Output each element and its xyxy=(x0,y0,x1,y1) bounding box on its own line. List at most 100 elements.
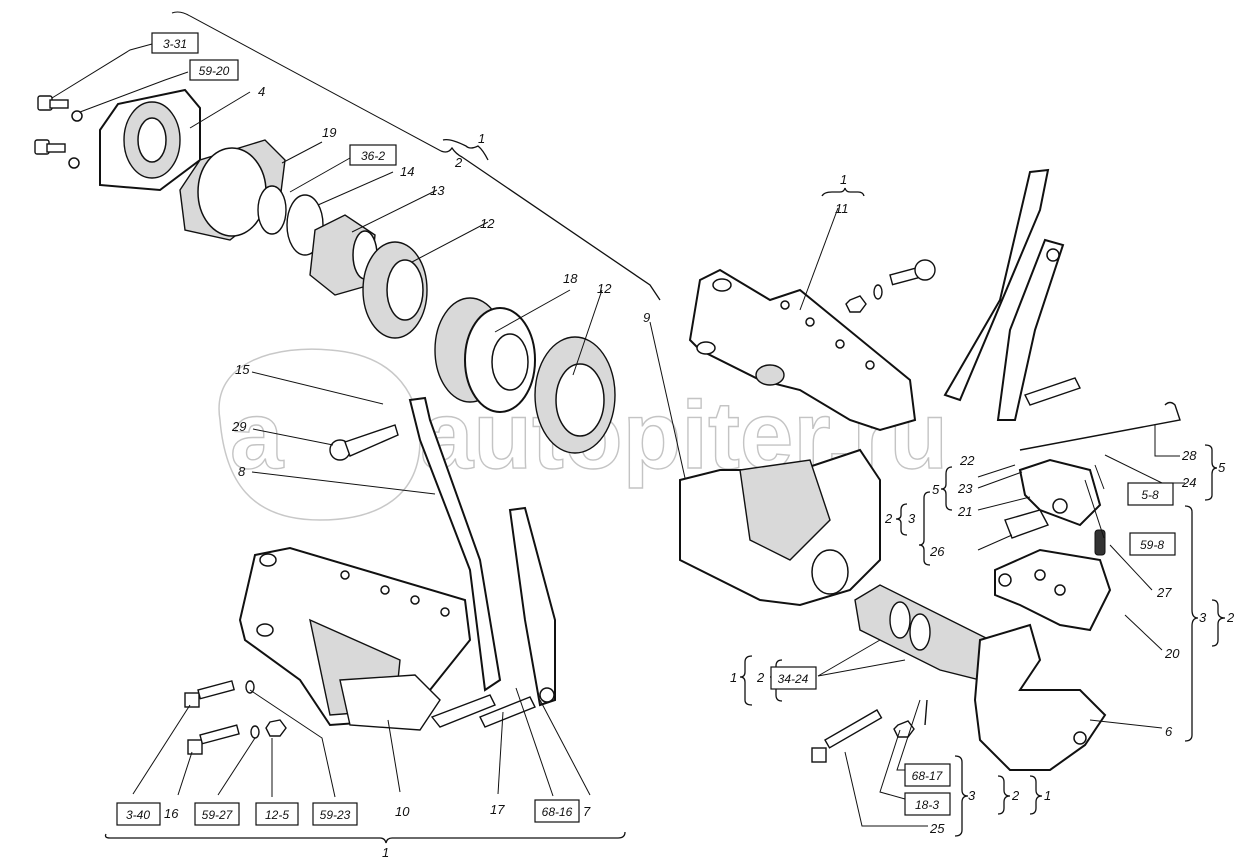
group-label-5-left: 5 xyxy=(932,482,940,497)
bolt-right-top xyxy=(845,259,936,313)
ref-3-31: 3-31 xyxy=(163,37,187,51)
top-brace xyxy=(442,138,489,161)
ref-18-3: 18-3 xyxy=(915,798,939,812)
group-label-5-right: 5 xyxy=(1218,460,1226,475)
group-label-hook-1: 1 xyxy=(730,670,737,685)
spring-wire-24 xyxy=(1019,401,1181,451)
mid-brace xyxy=(821,187,865,197)
callout-4: 4 xyxy=(258,84,265,99)
callout-15: 15 xyxy=(235,362,250,377)
group-label-2-left: 2 xyxy=(884,511,893,526)
group-label-bottom-1: 1 xyxy=(382,845,389,860)
right-mounting-bracket xyxy=(688,268,917,432)
plate-10-shape xyxy=(339,674,441,731)
thrust-washer-upper xyxy=(362,241,428,339)
pin-29 xyxy=(329,424,399,461)
washer-59-27 xyxy=(250,725,260,739)
flange-housing xyxy=(99,88,201,192)
callout-27: 27 xyxy=(1156,585,1172,600)
ref-36-2: 36-2 xyxy=(361,149,385,163)
pin-26 xyxy=(1004,509,1049,539)
group-label-2-right: 2 xyxy=(1226,610,1235,625)
group-labels: 1 2 1 1 5 5 3 2 3 2 1 2 3 2 1 xyxy=(382,131,1235,860)
snap-ring xyxy=(257,185,287,235)
top-group-line-2 xyxy=(440,146,661,301)
rubber-buffer xyxy=(434,297,536,413)
rod-right-2 xyxy=(996,238,1065,421)
bolt-3-40 xyxy=(184,680,235,708)
group-label-mid-1: 1 xyxy=(840,172,847,187)
lever-8 xyxy=(408,396,502,692)
left-mounting-bracket xyxy=(238,546,472,731)
bolt-top-left-1 xyxy=(37,95,83,122)
top-group-line xyxy=(171,11,442,152)
group-label-top-2: 2 xyxy=(454,155,463,170)
assembly-outline-lines xyxy=(104,11,865,844)
callout-21: 21 xyxy=(957,504,972,519)
callout-18: 18 xyxy=(563,271,578,286)
pin-17a xyxy=(430,694,496,728)
lever-7 xyxy=(508,506,556,707)
pin-right xyxy=(1024,377,1081,406)
callout-12-upper: 12 xyxy=(480,216,495,231)
callout-14: 14 xyxy=(400,164,414,179)
parts xyxy=(34,88,1181,771)
group-label-bolt-1: 1 xyxy=(1044,788,1051,803)
callout-6: 6 xyxy=(1165,724,1173,739)
callout-25: 25 xyxy=(929,821,945,836)
ref-59-20: 59-20 xyxy=(199,64,230,78)
callout-8: 8 xyxy=(238,464,246,479)
callout-13: 13 xyxy=(430,183,445,198)
ref-59-23: 59-23 xyxy=(320,808,351,822)
right-braces xyxy=(739,444,1226,837)
callout-9: 9 xyxy=(643,310,650,325)
group-label-top-1: 1 xyxy=(478,131,485,146)
boxed-refs: 3-31 59-20 36-2 3-40 59-27 12-5 59-23 68… xyxy=(116,32,1176,826)
callout-17: 17 xyxy=(490,802,505,817)
callout-20: 20 xyxy=(1164,646,1180,661)
thrust-washer-lower xyxy=(534,336,616,454)
bolt-16 xyxy=(187,724,240,755)
callout-22: 22 xyxy=(959,453,975,468)
nut-18-3 xyxy=(893,720,915,738)
rod-right-1 xyxy=(943,168,1050,402)
ref-59-8: 59-8 xyxy=(1140,538,1164,552)
callout-19: 19 xyxy=(322,125,336,140)
bolt-top-left-2 xyxy=(34,139,80,169)
callout-12-lower: 12 xyxy=(597,281,612,296)
callout-11: 11 xyxy=(835,201,849,216)
nut-12-5 xyxy=(265,719,287,737)
bottom-brace xyxy=(104,831,626,844)
tow-hook xyxy=(854,584,1107,771)
ref-3-40: 3-40 xyxy=(126,808,150,822)
group-label-3-right: 3 xyxy=(1199,610,1207,625)
group-label-bolt-3: 3 xyxy=(968,788,976,803)
gasket xyxy=(179,139,286,241)
callout-29: 29 xyxy=(231,419,246,434)
hook-lock-20 xyxy=(994,548,1112,632)
ref-34-24: 34-24 xyxy=(778,672,809,686)
callout-16: 16 xyxy=(164,806,179,821)
ref-68-17: 68-17 xyxy=(912,769,944,783)
spring-27 xyxy=(1094,529,1106,556)
group-label-3-left: 3 xyxy=(908,511,916,526)
callout-28: 28 xyxy=(1181,448,1197,463)
ref-68-16: 68-16 xyxy=(542,805,573,819)
callout-23: 23 xyxy=(957,481,973,496)
ref-12-5: 12-5 xyxy=(265,808,289,822)
hook-housing xyxy=(679,448,881,607)
callout-10: 10 xyxy=(395,804,410,819)
callout-7: 7 xyxy=(583,804,591,819)
group-label-hook-2: 2 xyxy=(756,670,765,685)
lever-7-eye xyxy=(539,687,555,703)
ref-5-8: 5-8 xyxy=(1141,488,1159,502)
rod-right-2-eye xyxy=(1046,248,1060,262)
callout-26: 26 xyxy=(929,544,945,559)
cotter-pin-68-17 xyxy=(924,699,928,726)
watermark-logo-letter: a xyxy=(230,382,284,489)
washer-59-23 xyxy=(245,680,255,694)
callout-leaders xyxy=(51,43,1185,827)
roller-bearing xyxy=(309,214,378,296)
part-callouts: 4 19 14 13 12 18 12 9 11 15 29 8 10 17 7… xyxy=(164,84,1197,836)
